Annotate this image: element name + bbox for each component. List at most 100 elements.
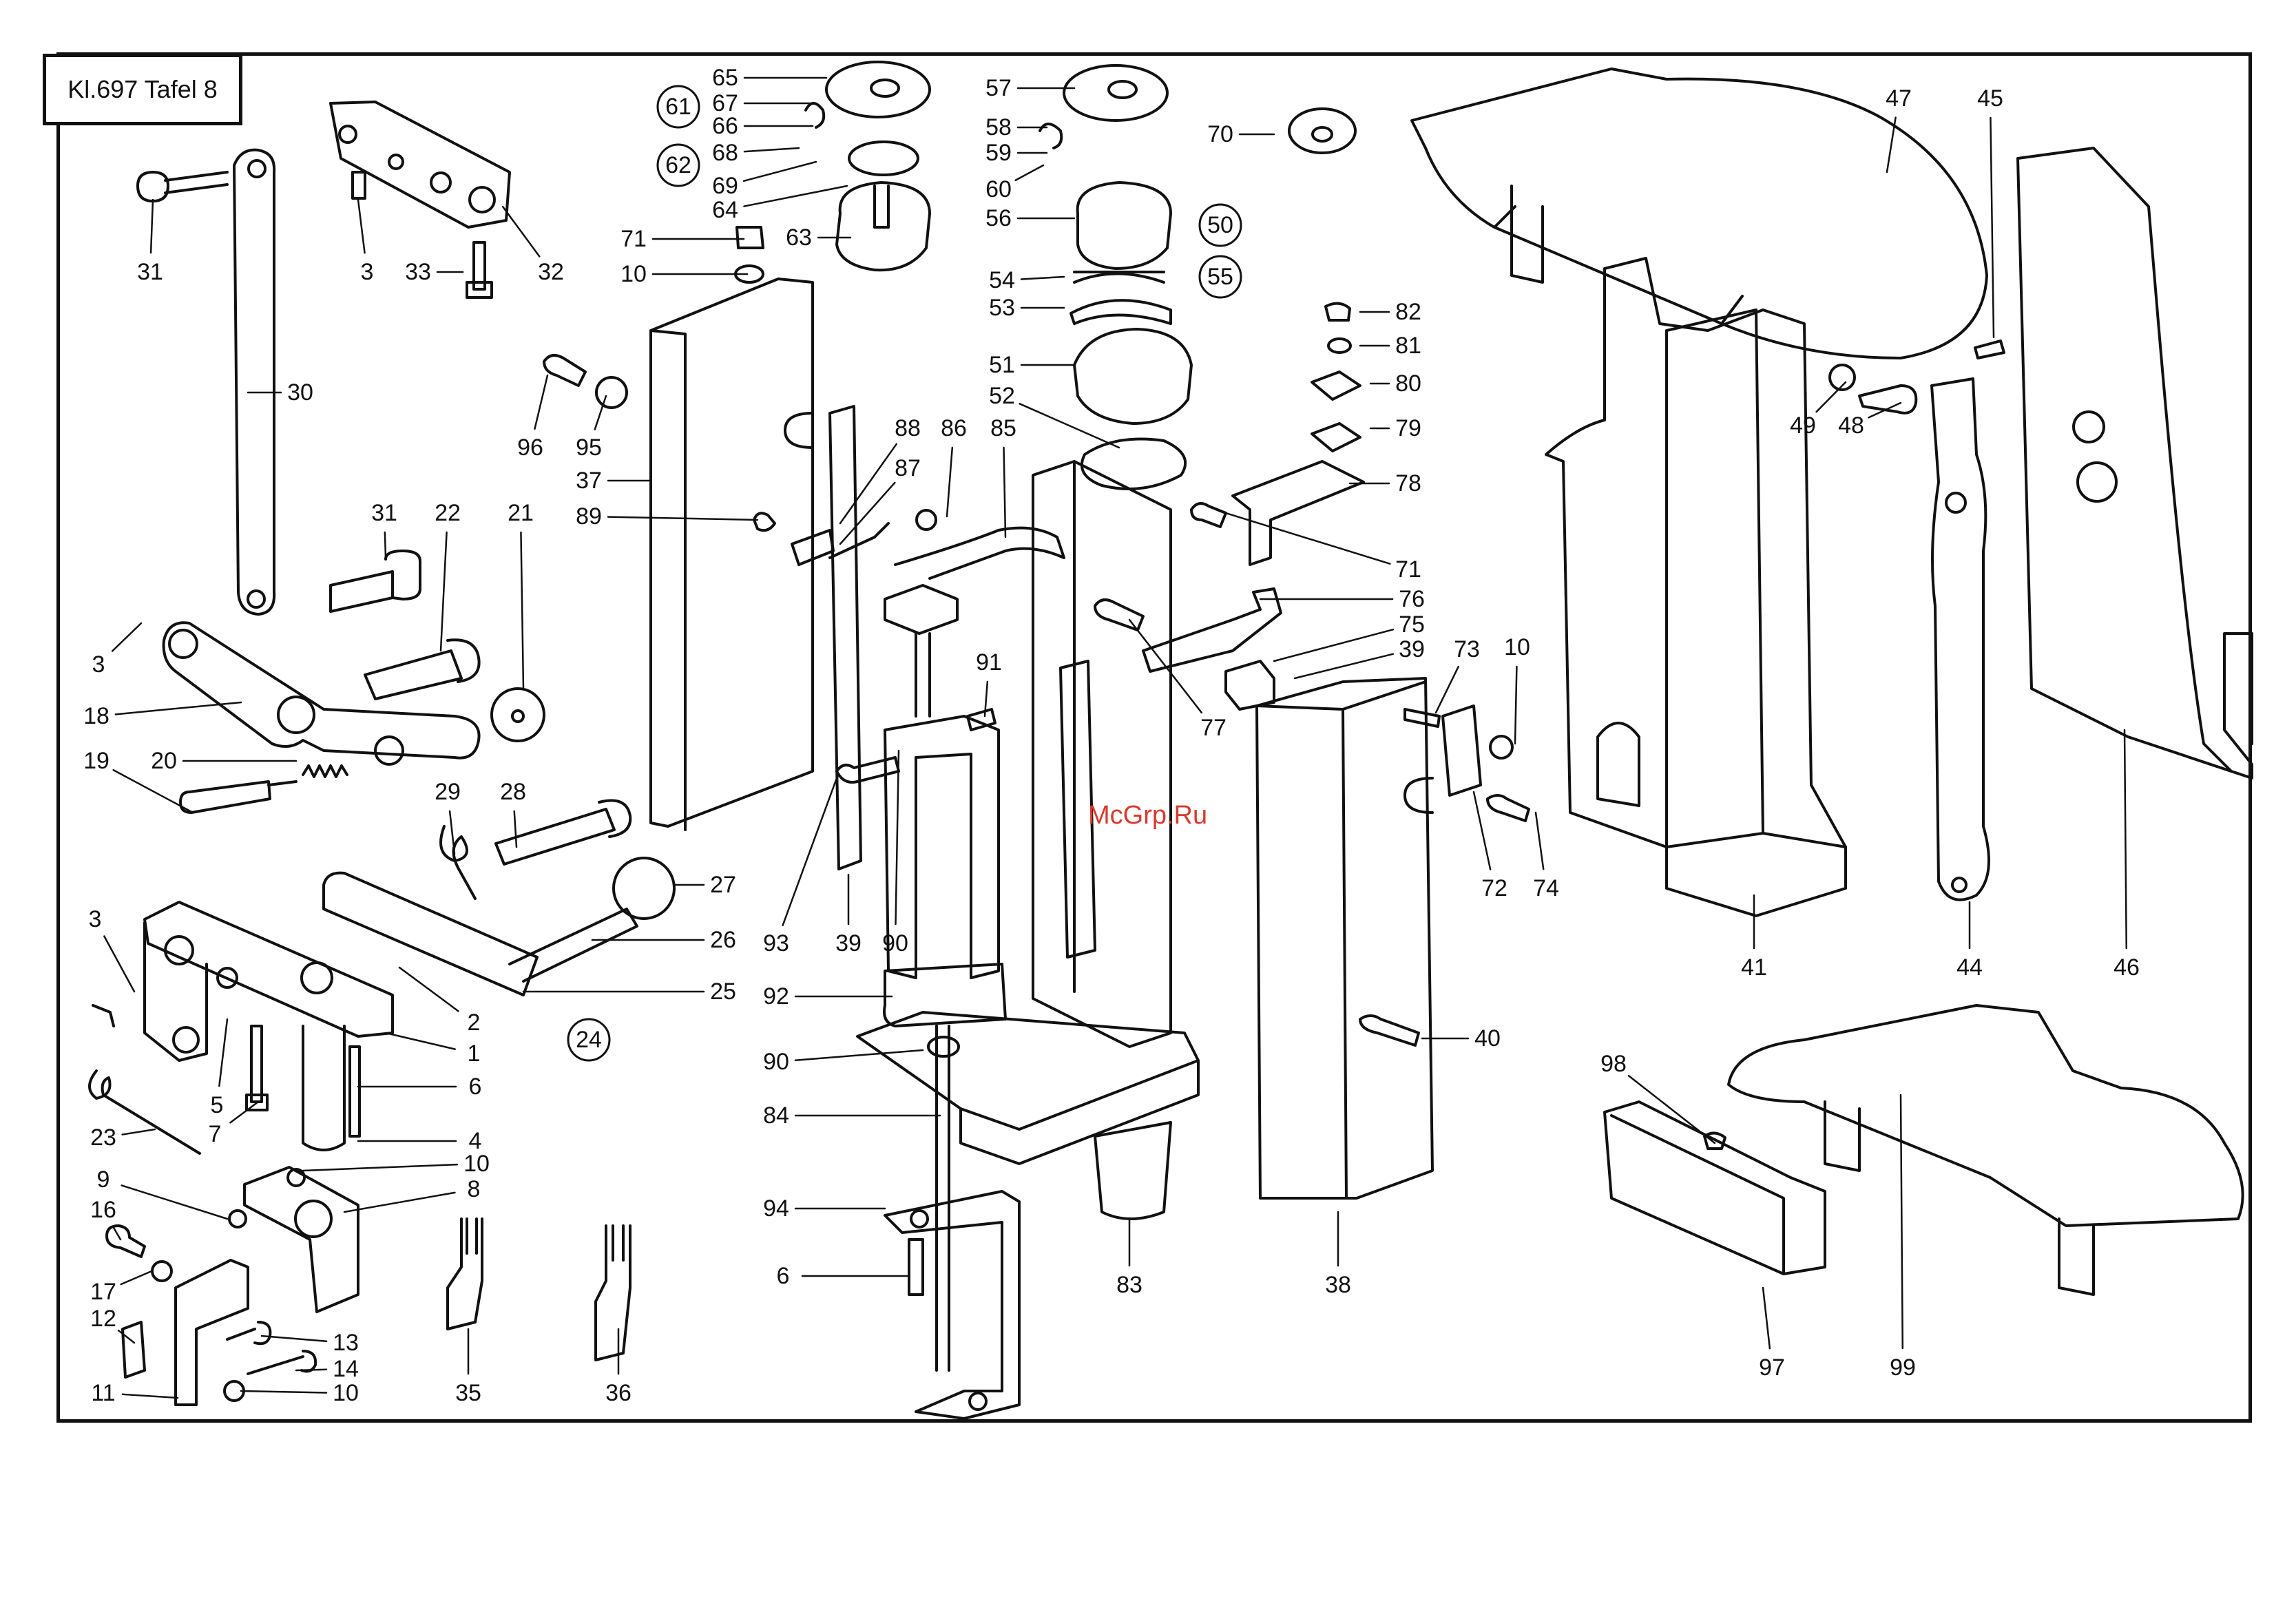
- part-30-eye: [247, 589, 266, 609]
- part-32-link: [329, 101, 511, 229]
- part-26-lever-arm: [508, 908, 638, 983]
- part-label-29: 29: [435, 779, 461, 805]
- leader-line-18: [114, 701, 242, 715]
- part-93-screw: [835, 756, 900, 784]
- part-73-screw: [1403, 708, 1441, 728]
- part-label-88: 88: [895, 415, 921, 441]
- part-82-screw: [1324, 302, 1351, 322]
- leader-line-95: [594, 395, 607, 430]
- leader-line-75: [1273, 628, 1395, 662]
- part-base-plate: [856, 1011, 1200, 1165]
- part-94-hole: [910, 1209, 929, 1228]
- part-label-10: 10: [333, 1380, 359, 1406]
- part-label-77: 77: [1200, 715, 1227, 741]
- part-18-bore: [374, 735, 404, 766]
- part-44-hole: [1951, 877, 1968, 893]
- part-label-8: 8: [468, 1176, 481, 1202]
- part-85-arm: [894, 526, 1065, 580]
- leader-line-91: [983, 680, 989, 718]
- part-label-86: 86: [941, 415, 967, 441]
- part-label-3: 3: [89, 906, 102, 932]
- part-90-shaft: [915, 632, 931, 718]
- part-label-71: 71: [620, 226, 647, 252]
- part-8-block: [243, 1166, 359, 1313]
- part-label-20: 20: [151, 748, 177, 774]
- leader-line-68: [743, 147, 800, 153]
- leader-line-3: [357, 198, 366, 254]
- part-44-hole: [1945, 492, 1967, 514]
- part-63-bobbin-case: [835, 181, 931, 272]
- part-label-41: 41: [1741, 954, 1767, 981]
- part-41-slot: [1596, 722, 1640, 807]
- leader-line-16: [112, 1225, 122, 1241]
- leader-line-77: [1128, 618, 1203, 714]
- part-7-screw: [245, 1025, 269, 1111]
- part-47-cover: [1410, 67, 1988, 359]
- part-label-31: 31: [371, 500, 397, 526]
- part-12-clip: [121, 1321, 146, 1379]
- part-column-frame: [1032, 460, 1172, 1048]
- part-71-screw: [735, 226, 764, 249]
- leader-line-72: [1472, 791, 1492, 870]
- part-74-screw: [1486, 794, 1530, 822]
- part-label-31: 31: [137, 259, 163, 285]
- part-1-bore: [216, 967, 238, 989]
- part-label-98: 98: [1600, 1051, 1627, 1077]
- part-label-87: 87: [895, 455, 921, 481]
- part-11-plate: [174, 1259, 249, 1406]
- leader-line-3: [111, 622, 143, 652]
- part-9-nut: [228, 1209, 247, 1228]
- part-13-screw: [226, 1321, 272, 1346]
- part-label-7: 7: [209, 1121, 222, 1147]
- part-65-cap: [825, 61, 931, 118]
- part-84-shaft: [935, 1025, 950, 1372]
- part-48-screw: [1858, 384, 1918, 415]
- part-23-spring: [88, 1004, 201, 1155]
- part-label-90: 90: [882, 930, 908, 956]
- part-90-frame: [884, 715, 1000, 979]
- part-65-hub: [870, 79, 900, 98]
- part-58-spring: [1039, 123, 1063, 149]
- part-71-screw-right: [1190, 502, 1227, 528]
- part-label-21: 21: [508, 500, 534, 526]
- part-30-rod: [233, 148, 276, 616]
- part-label-4: 4: [469, 1128, 482, 1154]
- part-label-59: 59: [985, 140, 1012, 166]
- part-81-washer: [1327, 337, 1352, 354]
- part-86-screw: [915, 509, 937, 531]
- part-14-screw: [247, 1350, 317, 1375]
- leader-line-69: [742, 160, 817, 182]
- part-20-spring: [302, 764, 348, 778]
- part-label-89: 89: [576, 503, 602, 530]
- part-label-72: 72: [1481, 875, 1507, 901]
- part-label-50: 50: [1207, 212, 1233, 238]
- part-99-cover: [1727, 1004, 2244, 1227]
- part-96-screw: [543, 354, 587, 387]
- part-94-hole: [968, 1392, 988, 1411]
- part-1-bore: [172, 1026, 200, 1054]
- part-40-screw: [1359, 1014, 1420, 1047]
- part-label-91: 91: [976, 649, 1002, 676]
- leader-line-5: [218, 1018, 229, 1087]
- part-label-73: 73: [1454, 636, 1480, 662]
- part-column-window: [1059, 660, 1096, 959]
- part-label-13: 13: [333, 1330, 359, 1356]
- leader-line-31: [149, 198, 154, 254]
- part-46-plate: [2016, 147, 2253, 780]
- part-label-30: 30: [287, 379, 313, 406]
- part-33-screw: [466, 241, 493, 299]
- part-6-screw: [348, 1045, 361, 1138]
- part-label-22: 22: [435, 500, 461, 526]
- part-91-screw: [966, 708, 996, 731]
- part-label-28: 28: [500, 779, 526, 805]
- leader-line-99: [1899, 1094, 1904, 1350]
- part-28-pin: [494, 799, 632, 866]
- part-label-57: 57: [985, 75, 1012, 101]
- part-21-wheel: [490, 687, 545, 742]
- part-label-53: 53: [989, 295, 1015, 321]
- part-label-25: 25: [710, 979, 736, 1005]
- part-label-9: 9: [97, 1167, 110, 1193]
- part-label-74: 74: [1533, 875, 1559, 901]
- part-95-nut: [595, 376, 628, 409]
